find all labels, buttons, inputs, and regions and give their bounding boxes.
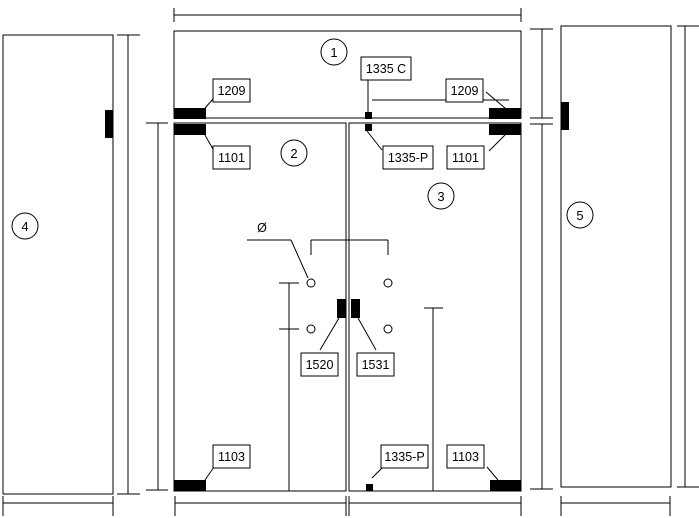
hole-left-upper <box>306 278 316 288</box>
hole-right-lower <box>383 324 393 334</box>
side-panel-left <box>2 34 114 495</box>
label-1520: 1520 <box>306 358 334 372</box>
hole-left-lower <box>306 324 316 334</box>
label-1209-left: 1209 <box>218 84 246 98</box>
door-right <box>348 122 522 492</box>
label-1335p-top: 1335-P <box>388 151 428 165</box>
label-1209-right: 1209 <box>451 84 479 98</box>
label-1101-left: 1101 <box>218 151 245 165</box>
fitting-1101-left <box>174 124 206 135</box>
label-boxes <box>212 56 485 469</box>
fitting-1103-right <box>490 480 521 491</box>
fitting-1209-right <box>489 108 521 119</box>
fitting-1335p-bottom <box>366 484 373 491</box>
handle-holes <box>306 278 393 334</box>
fitting-1335p-top <box>365 124 372 131</box>
panel-number-4: 4 <box>21 219 28 234</box>
leader-lines <box>204 80 509 481</box>
panel-number-circles <box>11 38 594 240</box>
fitting-1101-right <box>489 124 521 135</box>
side-clamp-right <box>561 102 569 130</box>
label-1101-right: 1101 <box>452 151 479 165</box>
glass-panels <box>2 25 672 495</box>
diameter-symbol: Ø <box>257 221 267 235</box>
label-1103-left: 1103 <box>218 450 245 464</box>
fittings <box>105 102 569 491</box>
side-panel-right <box>560 25 672 488</box>
label-1335p-bottom: 1335-P <box>384 450 424 464</box>
label-texts: 1209 1335 C 1209 1101 1335-P 1101 1520 1… <box>218 62 479 464</box>
side-clamp-left <box>105 110 113 138</box>
panel-number-texts: 1 2 3 4 5 <box>21 45 583 234</box>
hole-right-upper <box>383 278 393 288</box>
door-left <box>173 122 347 492</box>
panel-number-2: 2 <box>290 146 297 161</box>
fitting-1335c <box>365 112 372 119</box>
fitting-1531 <box>351 299 360 318</box>
hole-dimension-lines <box>247 239 443 491</box>
transom-panel <box>173 30 522 119</box>
label-1103-right: 1103 <box>452 450 479 464</box>
panel-number-1: 1 <box>330 45 337 60</box>
label-1531: 1531 <box>362 358 390 372</box>
dimension-lines <box>2 8 699 516</box>
fitting-1209-left <box>174 108 206 119</box>
label-1335c: 1335 C <box>366 62 406 76</box>
panel-number-5: 5 <box>576 208 583 223</box>
fitting-1103-left <box>174 480 206 491</box>
fitting-1520 <box>337 299 346 318</box>
panel-number-3: 3 <box>437 189 444 204</box>
